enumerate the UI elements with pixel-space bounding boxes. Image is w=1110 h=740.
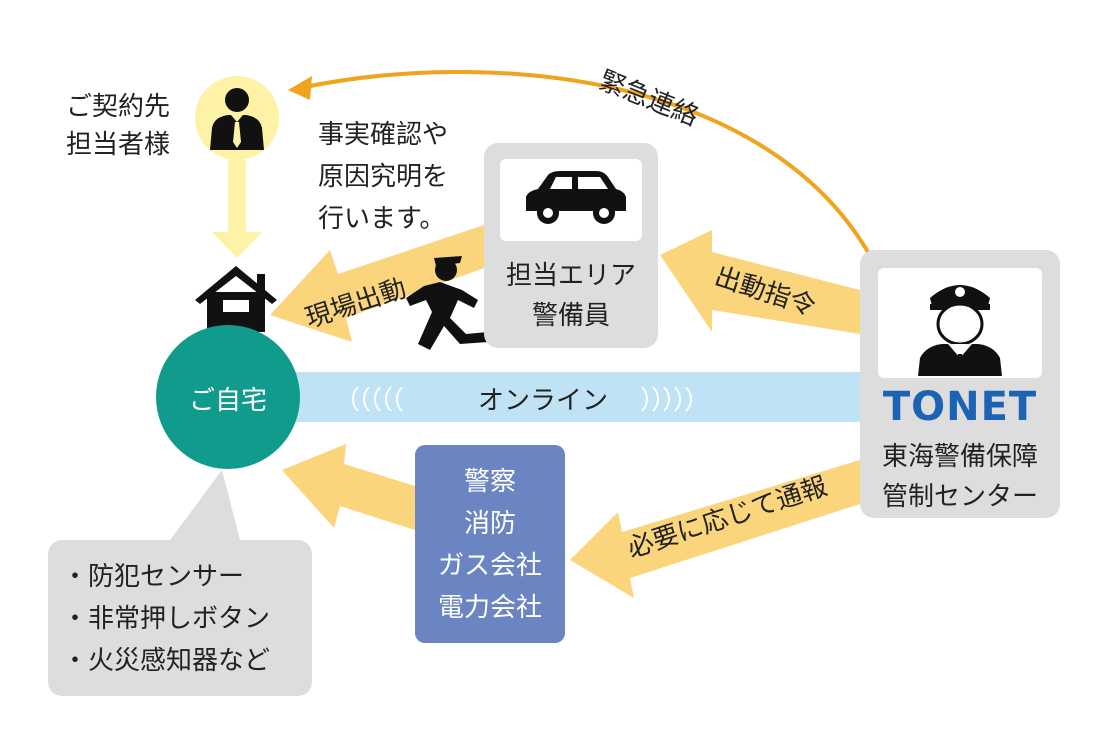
person-icon: [210, 88, 264, 150]
online-band: [240, 372, 880, 422]
sensors-box: ・防犯センサー ・非常押しボタン ・火災感知器など: [48, 540, 312, 696]
home-circle: [156, 325, 300, 469]
car-icon: [526, 171, 626, 224]
customer-label-line2: 担当者様: [66, 130, 171, 160]
note-line2: 原因究明を: [318, 162, 449, 192]
note-line1: 事実確認や: [318, 120, 449, 150]
agencies-to-home-arrow: [282, 444, 415, 530]
agencies-box: 警察 消防 ガス会社 電力会社: [415, 445, 565, 643]
house-icon: [195, 266, 277, 332]
agency-police: 警察: [463, 467, 516, 497]
online-left-marks: （（（（（: [334, 386, 404, 416]
customer-label-line1: ご契約先: [66, 92, 171, 122]
online-right-marks: ）））））: [640, 386, 710, 416]
dispatch-order-arrow: [660, 230, 860, 334]
sensor-bubble-pointer: [170, 470, 240, 540]
guard-label-line1: 担当エリア: [505, 261, 636, 291]
running-guard-icon: [406, 256, 488, 350]
officer-icon-frame: [878, 268, 1042, 378]
online-label: オンライン: [478, 386, 609, 416]
car-icon-frame: [500, 159, 642, 241]
note-line3: 行います。: [318, 204, 446, 234]
person-down-arrowhead: [212, 232, 262, 258]
tonet-logo: TONET: [882, 384, 1038, 430]
person-down-arrow-shaft: [228, 160, 246, 234]
notify-arrow: [570, 460, 860, 598]
home-label: ご自宅: [188, 386, 267, 416]
guard-label-line2: 警備員: [531, 301, 610, 331]
officer-icon: [918, 285, 1002, 376]
agency-electric: 電力会社: [437, 593, 542, 623]
emergency-arrowhead: [288, 76, 312, 100]
guard-box: 担当エリア 警備員: [484, 143, 658, 348]
sensor-item-3: ・火災感知器など: [62, 646, 271, 676]
agency-gas: ガス会社: [437, 551, 542, 581]
field-dispatch-arrow: [270, 225, 484, 342]
emergency-curve-arrow: [299, 69, 870, 254]
sensor-item-2: ・非常押しボタン: [62, 604, 271, 634]
sensor-item-1: ・防犯センサー: [62, 562, 245, 592]
center-label-line2: 管制センター: [881, 482, 1038, 512]
control-center-box: TONET 東海警備保障 管制センター: [860, 250, 1060, 518]
agency-fire: 消防: [463, 509, 516, 539]
center-label-line1: 東海警備保障: [881, 442, 1038, 472]
